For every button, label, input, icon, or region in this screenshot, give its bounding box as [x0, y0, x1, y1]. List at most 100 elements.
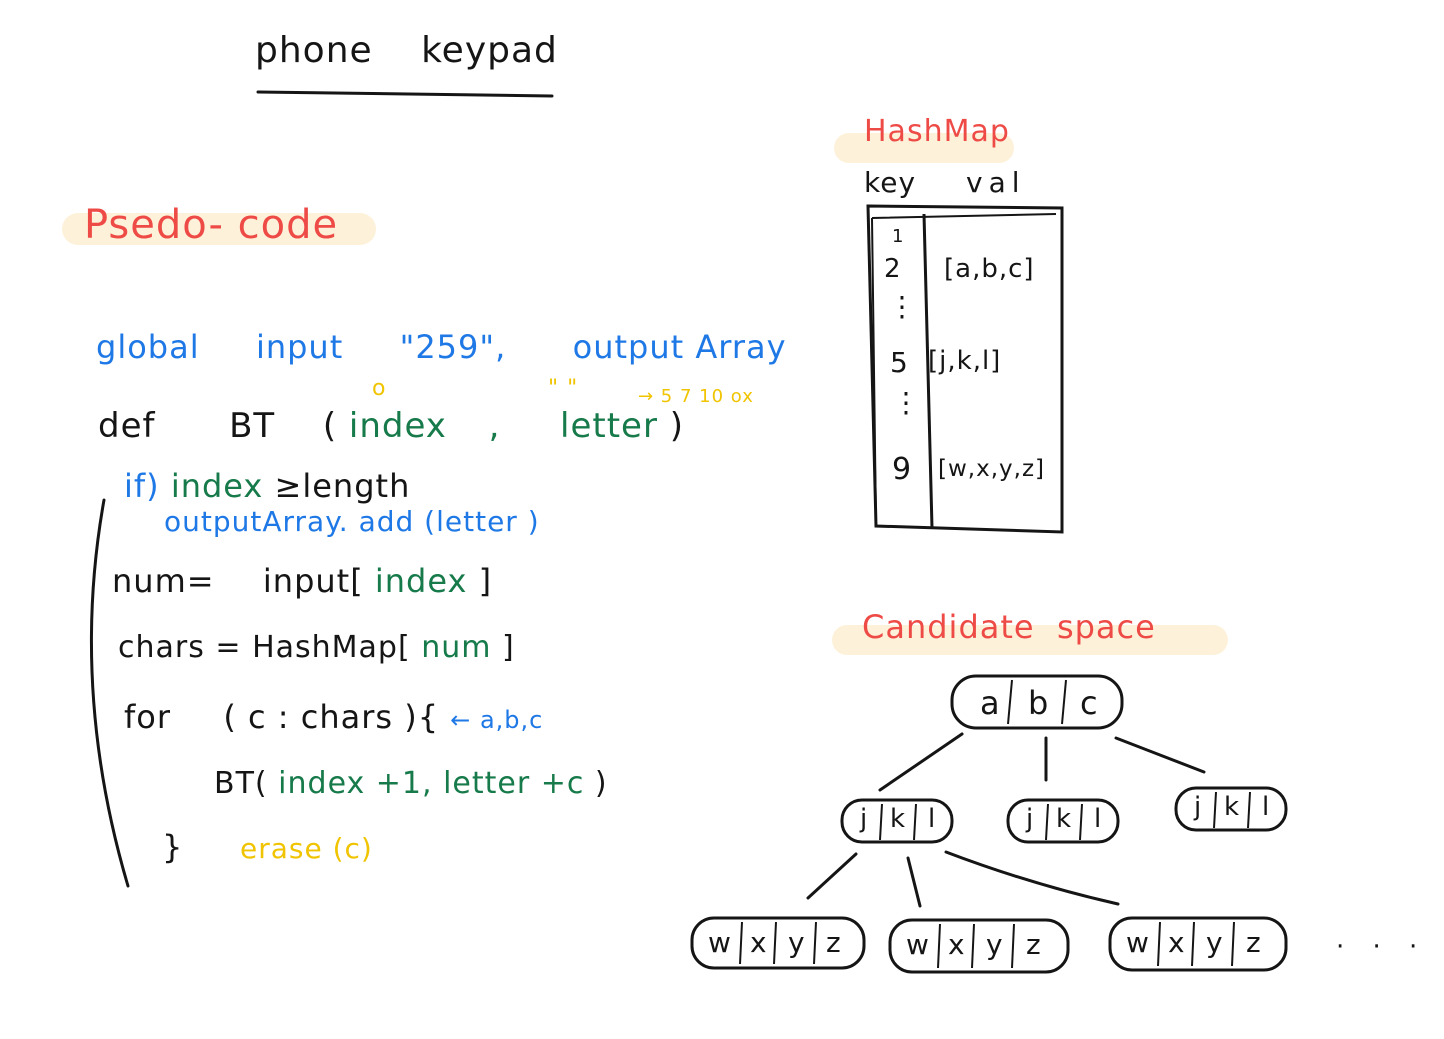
for-line: for ( c : chars ){ ← a,b,c: [124, 698, 543, 736]
tree-edge-root-right: [1114, 736, 1206, 774]
def-close-paren: ): [669, 406, 685, 446]
input-index-arg: index: [374, 562, 468, 600]
empty-string-note: " ": [548, 376, 579, 401]
chars-num-arg: num: [421, 630, 492, 665]
hashmap-col-val: val: [966, 166, 1026, 199]
def-line: def BT ( index , letter ): [98, 406, 684, 446]
capsule-cell-dividers: [739, 679, 1251, 969]
pseudo-heading-highlight: [62, 213, 376, 245]
if-index: index: [170, 467, 264, 505]
l2-3-letter-j: j: [1194, 792, 1203, 822]
hashmap-table-outline: [866, 204, 1064, 534]
add-line: outputArray. add (letter ): [164, 505, 540, 538]
hashmap-val-5: [j,k,l]: [928, 346, 1002, 376]
l3-3-letter-y: y: [1206, 926, 1224, 959]
input-call: input[: [262, 562, 364, 600]
tree-edge-jkl-mid: [906, 856, 922, 908]
hashmap-val-2: [a,b,c]: [944, 254, 1035, 284]
side-note: → 5 7 10 ox: [638, 386, 754, 407]
level2-node-capsule-1: [840, 798, 954, 844]
input-string: "259",: [399, 328, 507, 366]
function-name: BT: [229, 406, 276, 446]
hashmap-column-divider: [922, 213, 934, 529]
input-word: input: [255, 328, 344, 366]
hashmap-key-gap-2: ⋮: [892, 386, 921, 419]
l3-1-letter-w: w: [708, 926, 732, 959]
chars-assign: chars = HashMap[: [118, 630, 411, 665]
l2-1-letter-k: k: [890, 804, 907, 834]
l2-2-letter-j: j: [1026, 804, 1035, 834]
hashmap-title-highlight: [834, 133, 1014, 163]
recursive-close: ): [594, 766, 608, 801]
recursive-call-line: BT( index +1, letter +c ): [214, 766, 608, 801]
def-open-paren: (: [322, 406, 338, 446]
level2-node-capsule-2: [1006, 798, 1120, 844]
hashmap-key-9: 9: [892, 452, 913, 487]
l2-2-letter-l: l: [1094, 804, 1103, 834]
l3-3-letter-w: w: [1126, 926, 1150, 959]
hashmap-val-9: [w,x,y,z]: [938, 456, 1045, 482]
param-index: index: [348, 406, 447, 446]
l3-3-letter-x: x: [1168, 926, 1186, 959]
tree-ellipsis: · · ·: [1336, 932, 1428, 962]
chars-close: ]: [502, 630, 515, 665]
global-line: global input "259", output Array: [96, 328, 787, 366]
function-body-bracket: [89, 498, 130, 888]
title-underline: [256, 90, 554, 98]
global-keyword: global: [96, 328, 200, 366]
for-keyword: for: [124, 698, 171, 736]
hashmap-key-2: 2: [884, 254, 902, 284]
l3-2-letter-y: y: [986, 928, 1004, 961]
param-comma: ,: [488, 406, 501, 446]
if-keyword: if): [124, 467, 160, 505]
recursive-args: index +1, letter +c: [278, 766, 585, 801]
for-body: ( c : chars ){: [223, 698, 440, 736]
for-note: ← a,b,c: [450, 706, 544, 734]
def-keyword: def: [98, 406, 156, 446]
root-letter-a: a: [980, 684, 1001, 722]
num-assign: num=: [112, 562, 215, 600]
l2-2-letter-k: k: [1056, 804, 1073, 834]
l3-2-letter-w: w: [906, 928, 930, 961]
page-title: phone keypad: [255, 30, 558, 71]
if-condition: ≥length: [274, 467, 411, 505]
l3-1-letter-x: x: [750, 926, 768, 959]
root-node-capsule: [950, 674, 1124, 730]
param-letter: letter: [560, 406, 658, 446]
l2-3-letter-l: l: [1262, 792, 1271, 822]
level3-node-capsule-3: [1108, 916, 1288, 972]
l2-1-letter-j: j: [860, 804, 869, 834]
tree-edge-jkl-left: [806, 852, 858, 900]
output-array-word: output Array: [572, 328, 787, 366]
hashmap-key-5: 5: [890, 346, 909, 379]
hashmap-col-key: key: [864, 166, 917, 199]
chars-line: chars = HashMap[ num ]: [118, 630, 515, 665]
tree-edge-jkl-right: [944, 850, 1120, 906]
l3-3-letter-z: z: [1246, 926, 1262, 959]
root-letter-c: c: [1080, 684, 1099, 722]
l2-3-letter-k: k: [1224, 792, 1241, 822]
l3-1-letter-z: z: [826, 926, 842, 959]
root-letter-b: b: [1028, 684, 1050, 722]
tree-edge-root-left: [878, 732, 964, 792]
pseudo-code-heading: Psedo- code: [84, 202, 339, 248]
hashmap-inner-border: [871, 213, 1057, 525]
level3-node-capsule-1: [690, 916, 866, 970]
num-line: num= input[ index ]: [112, 562, 492, 600]
input-close: ]: [478, 562, 493, 600]
l3-2-letter-z: z: [1026, 928, 1042, 961]
level2-node-capsule-3: [1174, 786, 1288, 832]
l2-1-letter-l: l: [928, 804, 937, 834]
l3-2-letter-x: x: [948, 928, 966, 961]
candidate-title-highlight: [832, 625, 1228, 655]
hashmap-key-gap-1: ⋮: [888, 290, 917, 323]
small-circle-note: o: [372, 376, 387, 401]
level3-node-capsule-2: [888, 918, 1070, 974]
erase-line: erase (c): [240, 832, 373, 865]
hashmap-key-1: 1: [892, 226, 905, 247]
candidate-space-title: Candidate space: [862, 608, 1156, 646]
for-close-brace: }: [162, 828, 184, 866]
if-line: if) index ≥length: [124, 467, 410, 505]
recursive-fn: BT(: [214, 766, 268, 801]
